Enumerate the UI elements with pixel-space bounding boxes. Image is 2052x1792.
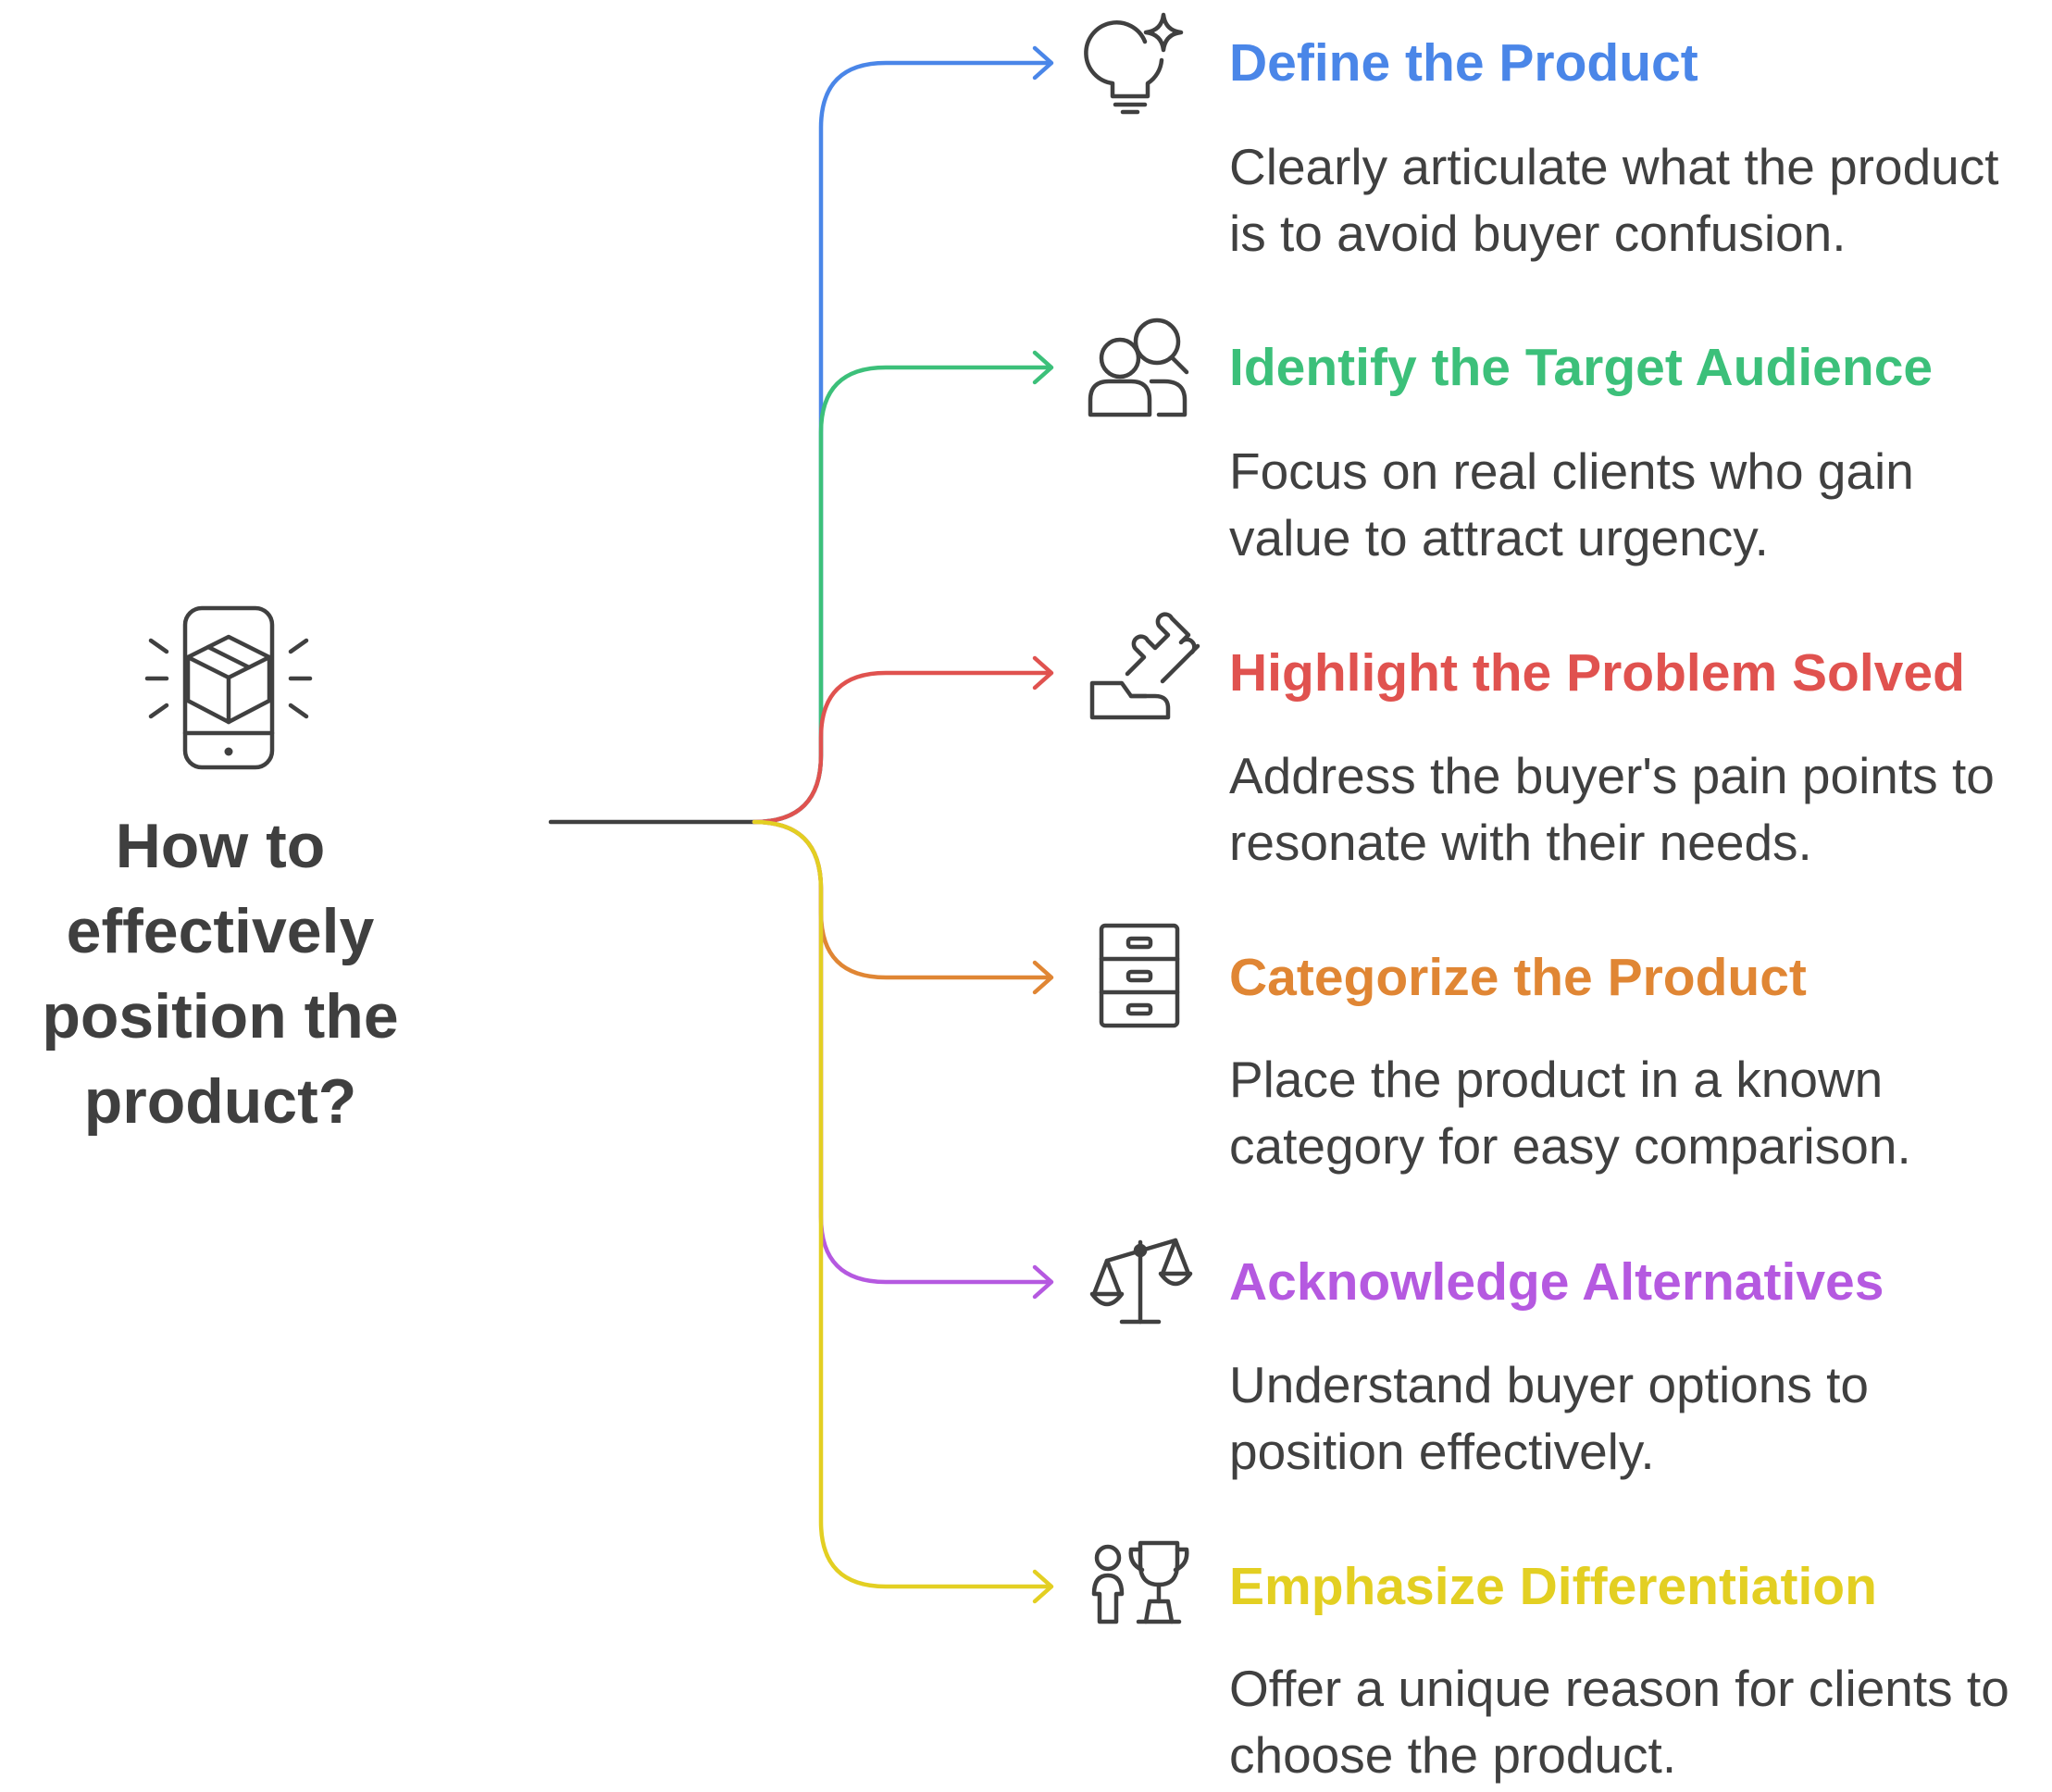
connector-differentiation-arrow [1032, 1569, 1054, 1604]
central-topic-title: How to effectively position the product? [42, 811, 399, 1137]
connector-alternatives [752, 819, 1053, 1285]
branch-title-target-audience: Identify the Target Audience [1229, 338, 1934, 397]
branch-title-alternatives: Acknowledge Alternatives [1229, 1252, 1884, 1312]
branch-title-differentiation: Emphasize Differentiation [1229, 1557, 1877, 1616]
connector-target-audience-arrow [1032, 350, 1054, 385]
connector-problem-solved-arrow [1032, 655, 1054, 691]
connector-define-product [752, 60, 1053, 825]
branch-title-categorize: Categorize the Product [1229, 948, 1807, 1007]
connector-define-product-arrow [1032, 45, 1054, 81]
balance-scale-icon [1089, 1238, 1193, 1325]
connector-alternatives-arrow [1032, 1264, 1054, 1300]
branch-title-problem-solved: Highlight the Problem Solved [1229, 643, 1965, 703]
branch-title-define-product: Define the Product [1229, 33, 1698, 93]
phone-box-icon [144, 605, 313, 770]
connector-problem-solved [752, 670, 1053, 825]
lightbulb-sparkle-icon [1084, 12, 1184, 115]
people-search-icon [1088, 317, 1189, 417]
branch-description-alternatives: Understand buyer options to position eff… [1229, 1356, 1869, 1480]
branch-description-define-product: Clearly articulate what the product is t… [1229, 138, 1999, 262]
connector-categorize [752, 819, 1053, 980]
branch-description-problem-solved: Address the buyer's pain points to reson… [1229, 747, 1995, 871]
person-trophy-icon [1091, 1540, 1189, 1624]
hand-puzzle-icon [1089, 612, 1200, 720]
connector-target-audience [752, 365, 1053, 825]
connector-categorize-arrow [1032, 960, 1054, 995]
branch-description-target-audience: Focus on real clients who gain value to … [1229, 442, 1914, 566]
connector-differentiation [752, 819, 1053, 1589]
branch-description-categorize: Place the product in a known category fo… [1229, 1051, 1911, 1175]
file-cabinet-icon [1099, 923, 1180, 1028]
connectors [752, 45, 1054, 1604]
branch-description-differentiation: Offer a unique reason for clients to cho… [1229, 1660, 2009, 1784]
